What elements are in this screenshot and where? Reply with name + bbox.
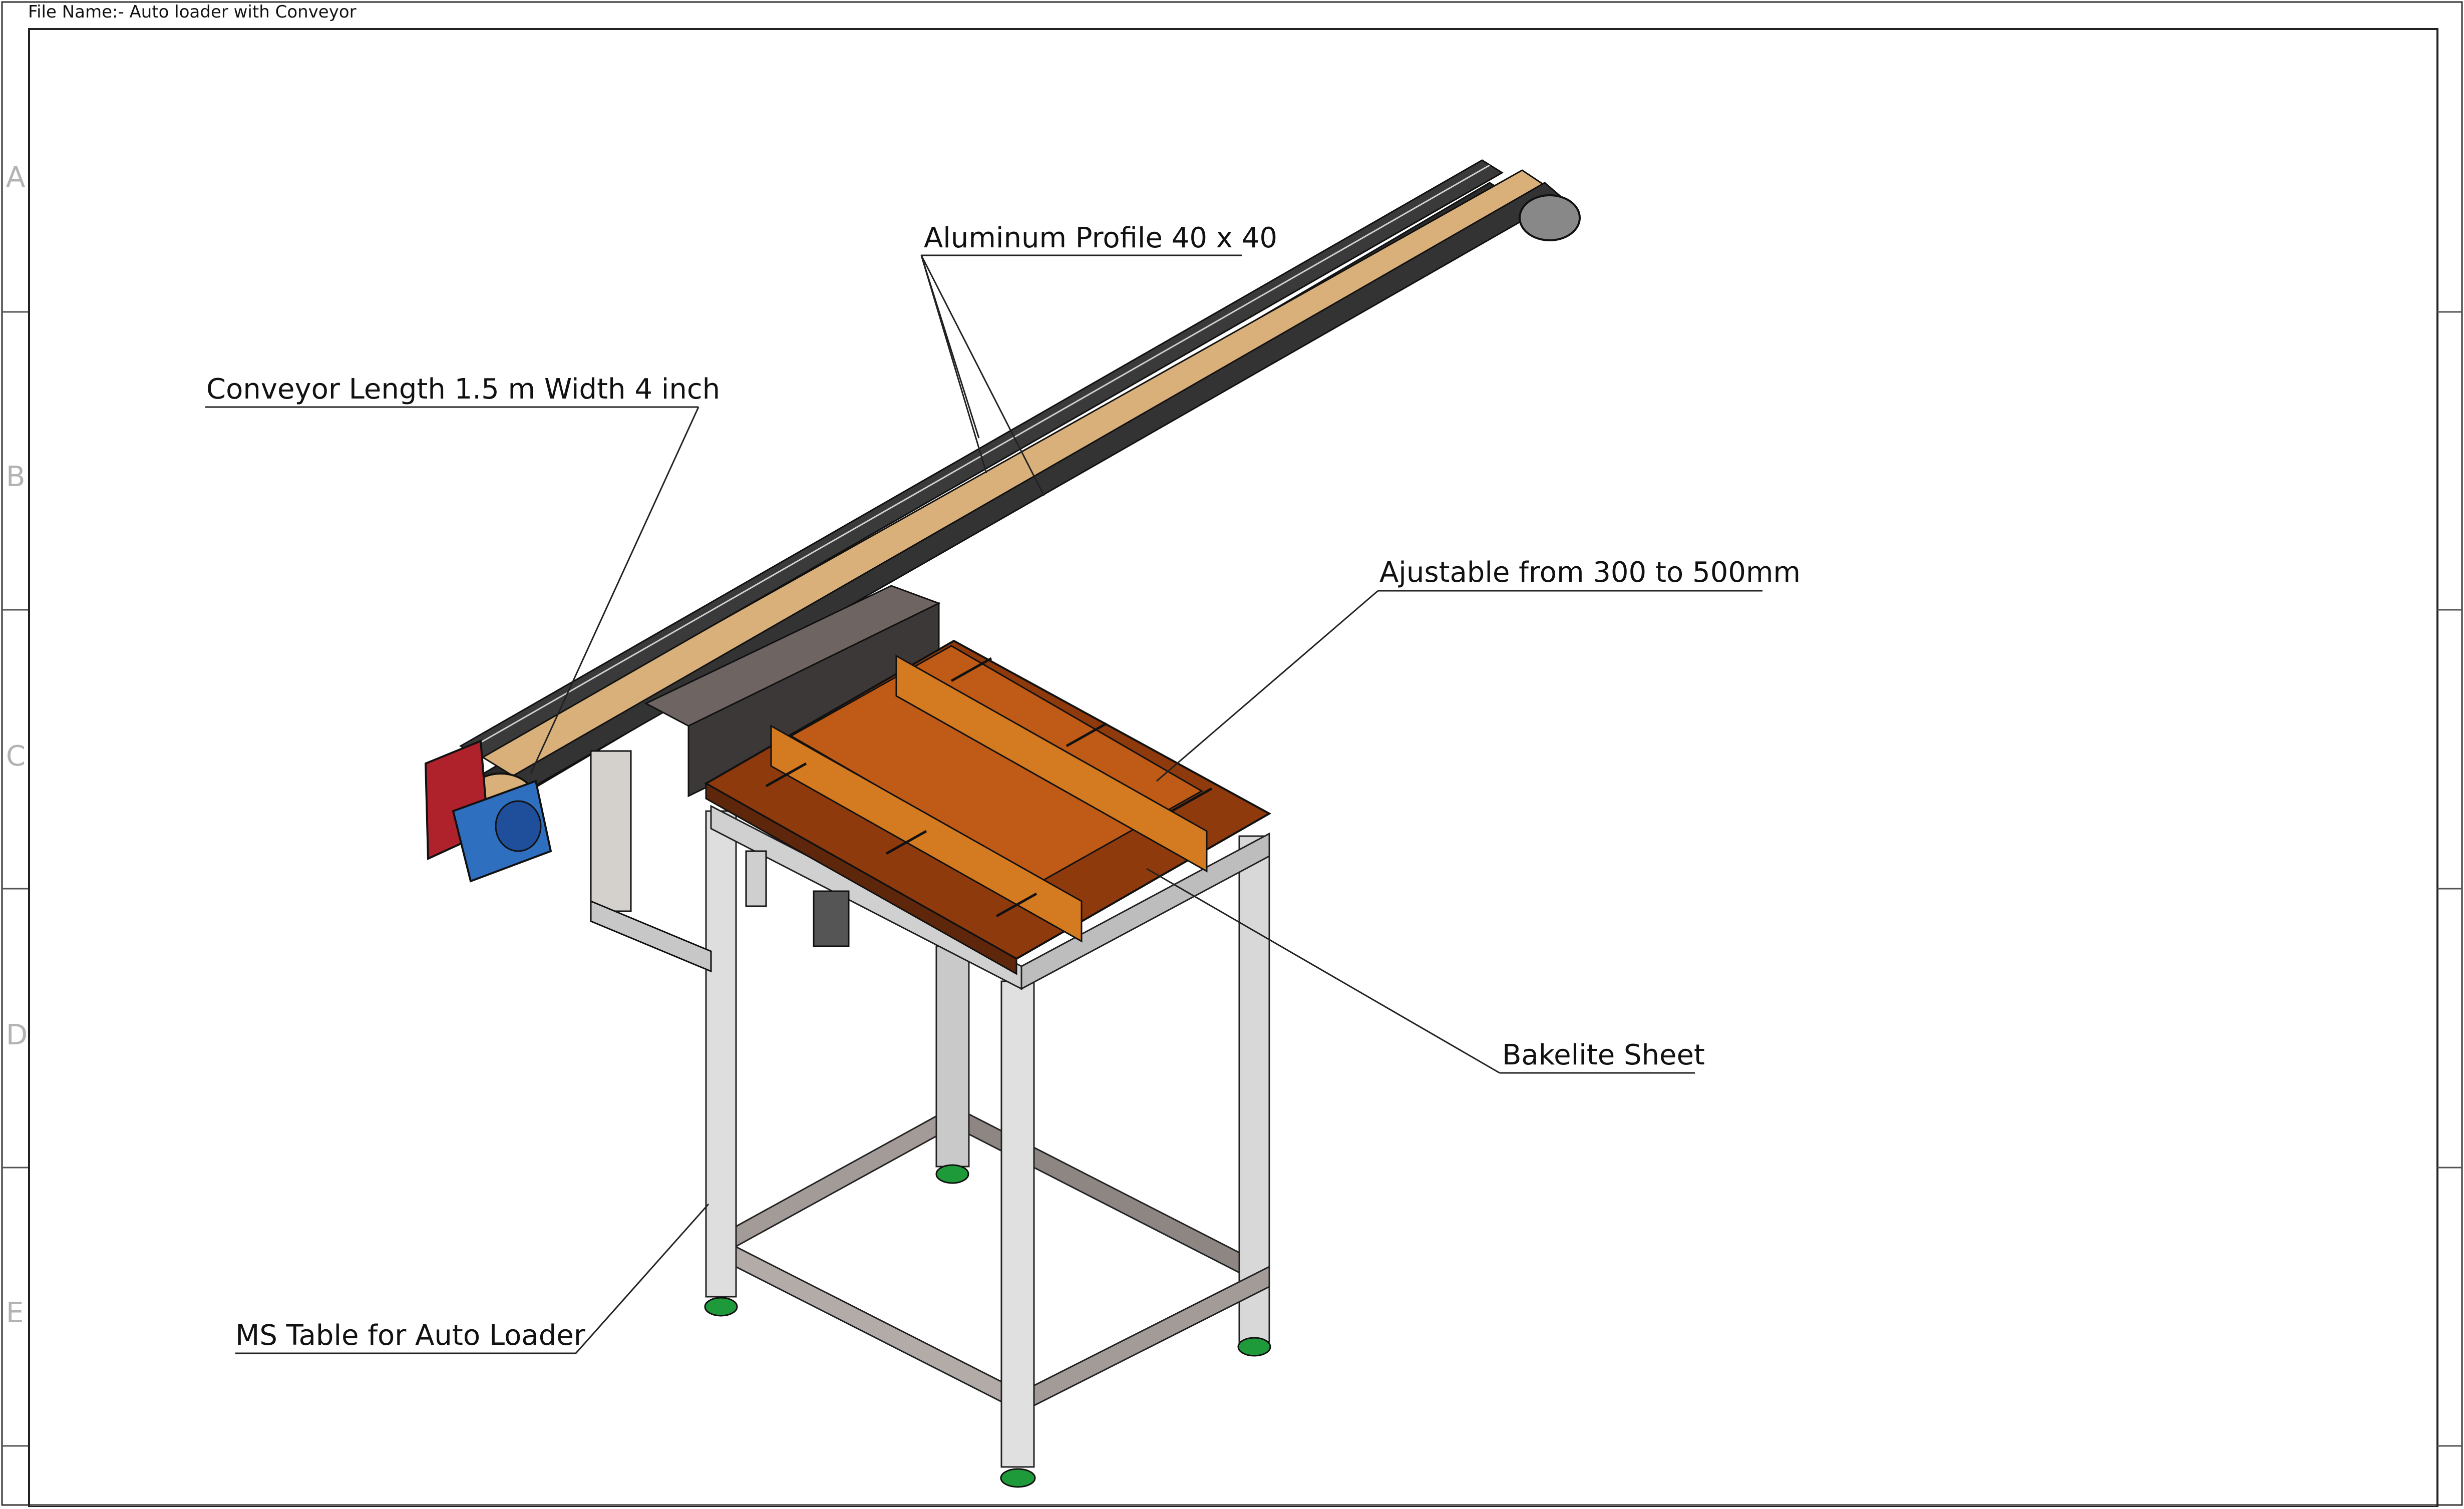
foot-back (935, 1164, 969, 1184)
callout-adjustable: Ajustable from 300 to 500mm (1379, 556, 1801, 589)
zone-label-e: E (6, 1297, 24, 1329)
cylinder-unit (745, 850, 850, 947)
zone-label-a: A (6, 161, 26, 194)
file-name-label: File Name:- Auto loader with Conveyor (28, 2, 357, 22)
callout-conveyor: Conveyor Length 1.5 m Width 4 inch (206, 373, 721, 406)
leader-lines (205, 254, 1763, 1354)
zone-label-d: D (6, 1019, 28, 1051)
ms-table (704, 805, 1271, 1488)
callout-ms-table: MS Table for Auto Loader (235, 1319, 585, 1352)
foot-front-left (704, 1297, 738, 1317)
bakelite-sheet (703, 639, 1272, 975)
foot-right (1237, 1337, 1271, 1357)
zone-label-b: B (6, 461, 26, 493)
hopper (644, 585, 941, 798)
zone-label-c: C (6, 740, 26, 773)
callout-bakelite-sheet: Bakelite Sheet (1502, 1039, 1705, 1071)
callout-aluminum-profile: Aluminum Profile 40 x 40 (924, 222, 1277, 254)
conveyor (459, 159, 1581, 973)
foot-front (1000, 1468, 1036, 1488)
drive-motor (424, 739, 552, 883)
